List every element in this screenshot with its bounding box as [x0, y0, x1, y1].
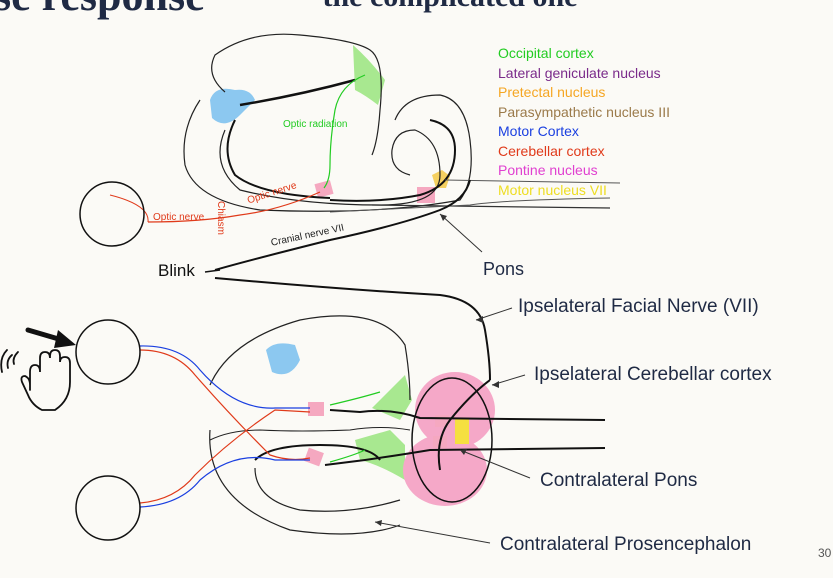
label-blink: Blink [158, 261, 195, 280]
cranial-nerve-vii-path-2 [214, 277, 491, 381]
legend-item-parasympathetic: Parasympathetic nucleus III [498, 103, 670, 120]
thick-path-bottom-1 [329, 409, 606, 421]
brainstem-line-top [371, 204, 611, 209]
label-chiasm: Chiasm [215, 201, 226, 235]
label-contra-prosencephalon: Contralateral Prosencephalon [500, 534, 752, 555]
blink-connector [204, 269, 221, 273]
arrow-heads [375, 214, 499, 526]
optic-nerve-red-top [147, 191, 321, 223]
cerebellar-cortex-blob [415, 372, 495, 448]
bottom-diagram [75, 307, 606, 544]
optic-radiation-path [323, 74, 366, 189]
label-ips-cerebellar: Ipselateral Cerebellar cortex [534, 364, 772, 385]
slide-title: se response – the complicated one [0, 0, 833, 20]
thick-loop-bottom [437, 379, 491, 471]
optic-nerve-red-bottom-2 [139, 409, 311, 504]
motor-to-pons-line [444, 179, 621, 184]
label-optic-nerve-1: Optic nerve [153, 212, 205, 223]
motor-cortex-blob-top [210, 88, 255, 124]
legend-item-motor-nucleus-vii: Motor nucleus VII [498, 181, 607, 198]
pons-ellipse [411, 377, 493, 503]
outer-brain-outline [183, 94, 472, 212]
thick-path-bottom-2 [324, 447, 606, 466]
thick-path-top-2 [226, 119, 331, 199]
pointing-arrow-icon [25, 327, 76, 348]
slide-number: 30 [818, 546, 832, 560]
motor-nucleus-square-bottom [455, 418, 469, 444]
hemisphere-lower-outline [209, 429, 401, 535]
label-ips-facial-nerve: Ipselateral Facial Nerve (VII) [518, 296, 759, 317]
legend-item-lgn: Lateral geniculate nucleus [498, 64, 661, 81]
optic-nerve-red-2-top [109, 194, 149, 223]
occipital-blob-bottom-2 [355, 430, 405, 480]
midline-line-top [329, 197, 611, 213]
motor-cortex-blob-bottom [266, 343, 300, 375]
top-diagram [79, 33, 621, 381]
occipital-cortex-blob-top [353, 45, 385, 105]
motor-nucleus-blob-top [432, 170, 450, 188]
eye-bottom-ipsilateral [75, 319, 141, 385]
legend-item-pontine-nucleus: Pontine nucleus [498, 162, 598, 178]
optic-nerve-blue-bottom-1 [139, 345, 310, 409]
title-main: se response [0, 0, 205, 21]
label-contra-pons: Contralateral Pons [540, 470, 698, 491]
hemisphere-outline-top [211, 33, 382, 156]
outline-bottom-3 [209, 427, 411, 441]
pointer-prosencephalon [374, 521, 491, 544]
occipital-blob-bottom-1 [372, 375, 412, 420]
optic-nerve-blue-bottom-2 [139, 456, 310, 508]
pons-pointer [439, 213, 483, 253]
lgn-square-top [314, 180, 334, 198]
title-sub: – the complicated one [300, 0, 577, 14]
green-path-bottom [329, 391, 381, 406]
label-optic-radiation: Optic radiation [283, 119, 348, 130]
pontine-square-bottom-1 [308, 402, 324, 416]
legend-item-occipital-cortex: Occipital cortex [498, 45, 594, 61]
thick-path-top-1 [239, 78, 356, 107]
pointer-contra-pons [459, 449, 531, 479]
thick-path-top-3 [329, 119, 457, 202]
legend-item-motor-cortex: Motor Cortex [498, 123, 579, 139]
waving-hand-icon [0, 349, 71, 411]
inner-outline-bottom [254, 467, 401, 512]
cranial-nerve-vii-path [214, 179, 471, 271]
green-path-bottom-2 [329, 449, 366, 463]
hemisphere-outline-bottom [209, 315, 411, 401]
legend-item-pretectal: Pretectal nucleus [498, 84, 606, 100]
eye-top [79, 181, 145, 247]
legend-item-cerebellar-cortex: Cerebellar cortex [498, 142, 605, 159]
optic-nerve-red-bottom-1 [139, 349, 311, 461]
label-pons: Pons [483, 259, 525, 279]
pontine-square-bottom-2 [304, 447, 324, 467]
eye-bottom-contralateral [75, 475, 141, 541]
color-legend: Occipital cortex Lateral geniculate nucl… [498, 44, 670, 200]
